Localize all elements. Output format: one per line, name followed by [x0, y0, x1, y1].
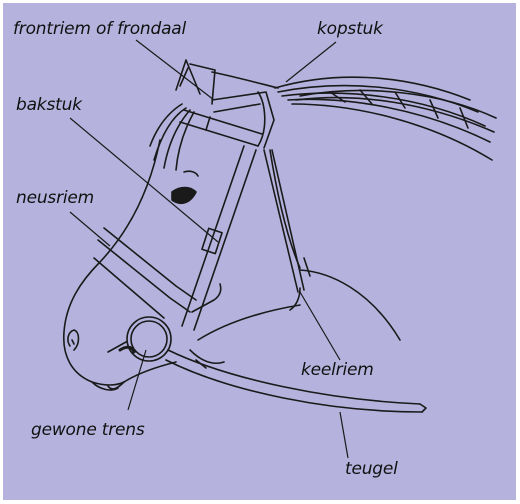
- leader-gewone-trens: [128, 350, 146, 410]
- label-gewone-trens: gewone trens: [31, 422, 145, 439]
- head-outline: [64, 72, 400, 390]
- label-teugel: teugel: [345, 461, 398, 478]
- leader-keelriem: [300, 292, 340, 360]
- eye: [172, 171, 198, 203]
- label-kopstuk: kopstuk: [317, 21, 383, 38]
- forelock: [150, 104, 194, 170]
- noseband: [94, 228, 221, 318]
- leader-kopstuk: [286, 42, 336, 82]
- leader-teugel: [340, 412, 348, 458]
- cheek-piece: [182, 146, 256, 330]
- bit-ring: [108, 317, 171, 361]
- leader-bakstuk: [70, 118, 218, 242]
- label-keelriem: keelriem: [301, 362, 374, 379]
- headstall-strap: [212, 92, 274, 148]
- leader-frontriem: [136, 40, 214, 100]
- mane: [275, 77, 496, 160]
- label-bakstuk: bakstuk: [16, 97, 82, 114]
- reins: [166, 350, 426, 412]
- nostril: [68, 330, 134, 352]
- label-neusriem: neusriem: [16, 190, 94, 207]
- ears: [176, 60, 215, 104]
- label-frontriem: frontriem of frondaal: [13, 21, 186, 38]
